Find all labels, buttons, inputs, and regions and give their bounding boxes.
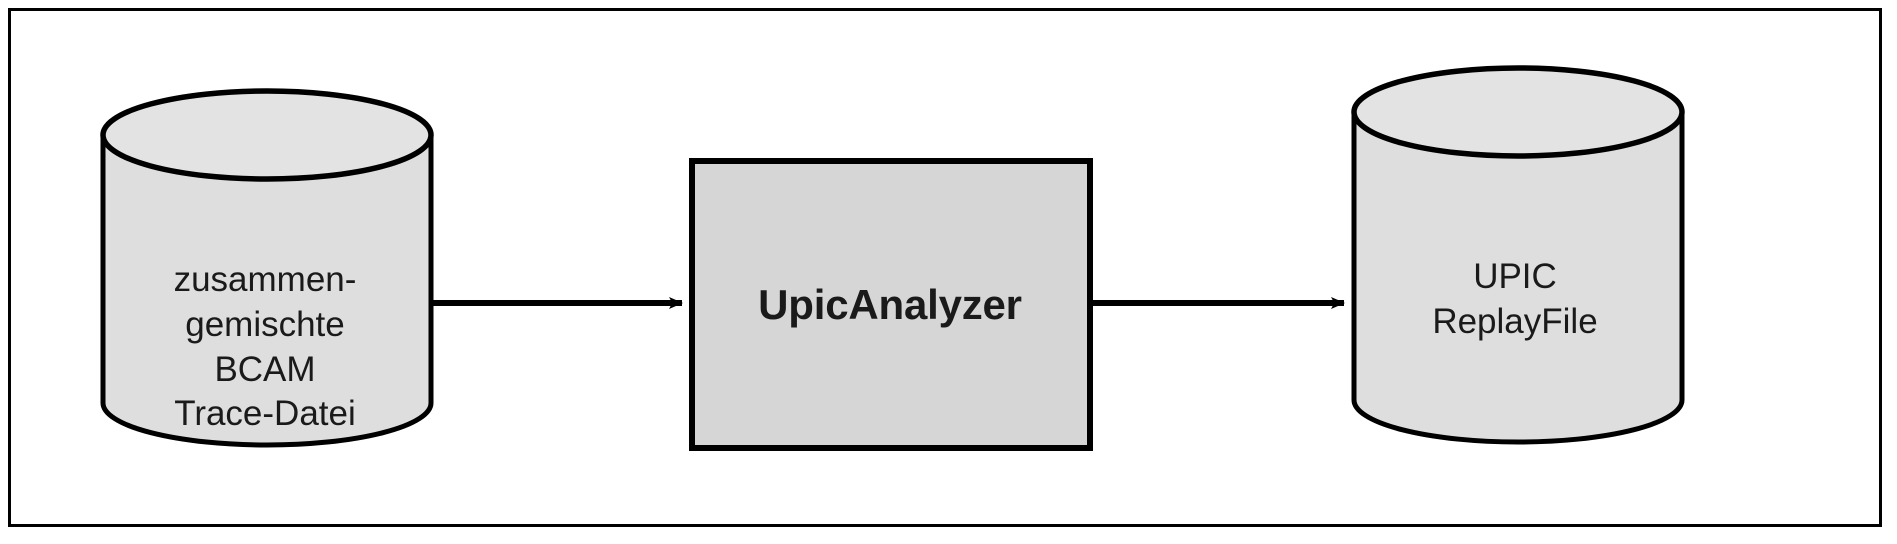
right-store-cylinder-top [1351,65,1685,159]
left-store-cylinder-top [100,88,434,182]
right-data-store-label: UPIC ReplayFile [1432,257,1598,341]
node-right-data-store [1351,65,1685,445]
left-store-cylinder-body [100,132,434,448]
process-box-label: UpicAnalyzer [758,281,1022,328]
node-process-box [689,158,1093,451]
node-left-data-store [100,88,434,448]
left-data-store-label: zusammen- gemischte BCAM Trace-Datei [173,260,357,434]
process-box-rect [689,158,1093,451]
right-store-cylinder-body [1351,109,1685,445]
